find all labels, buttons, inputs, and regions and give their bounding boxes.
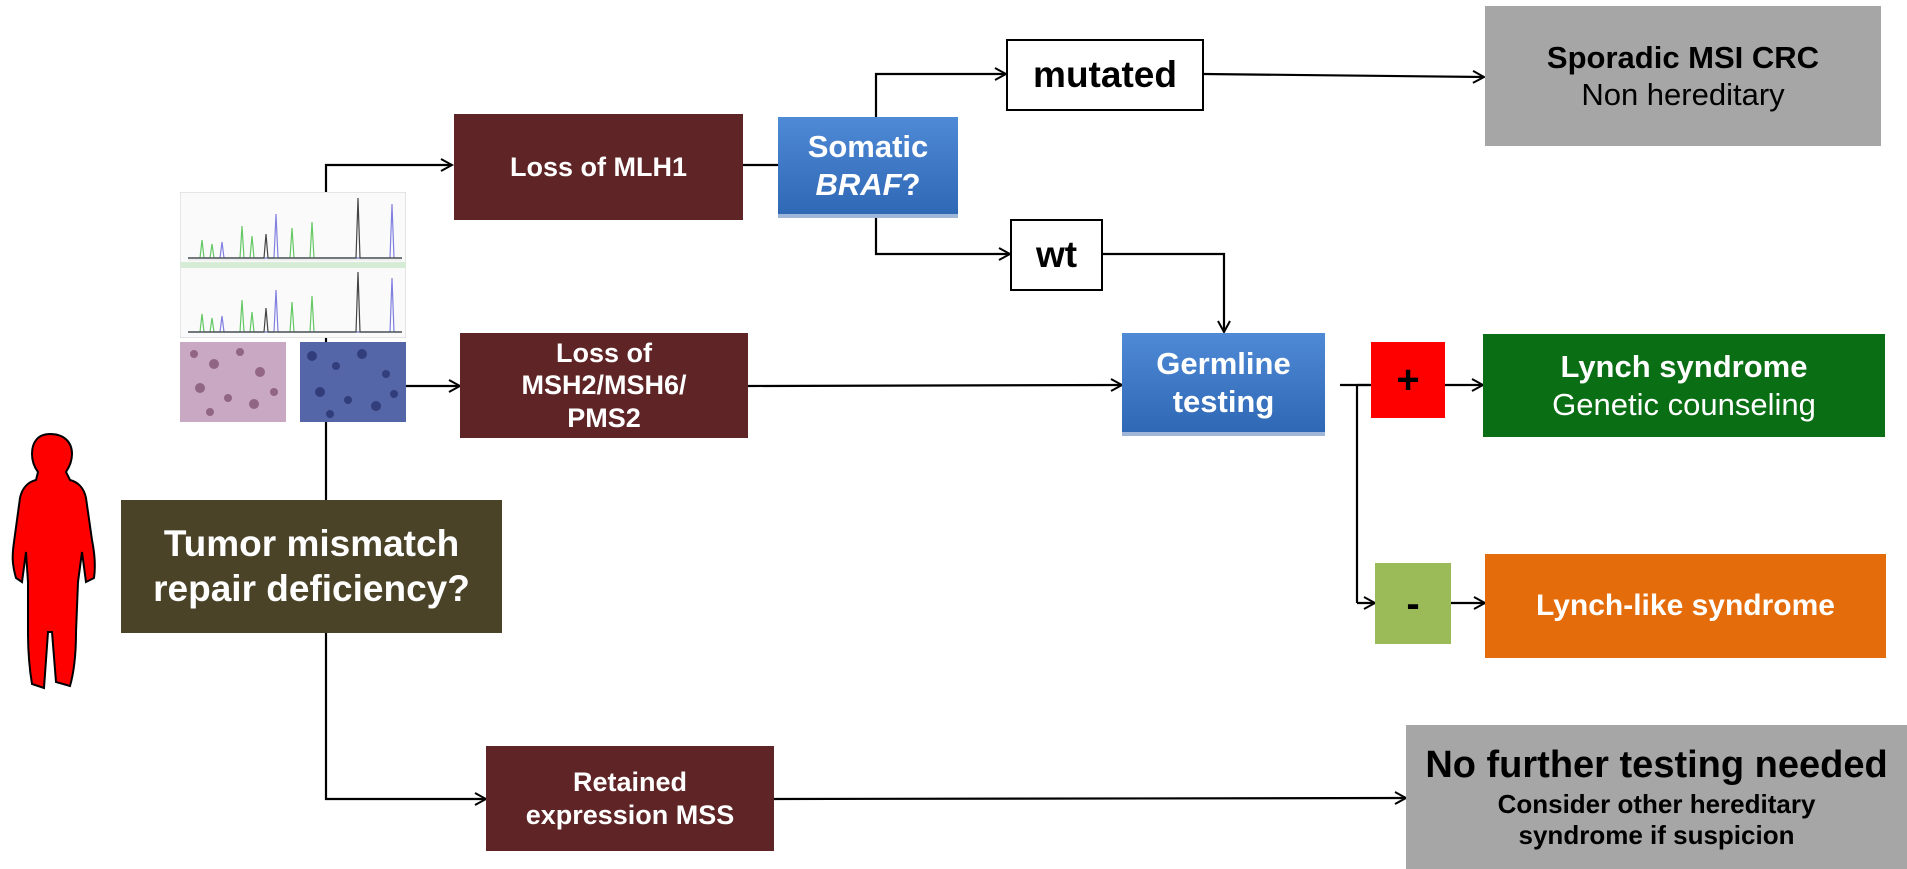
- node-loss-mlh1: Loss of MLH1: [454, 114, 743, 220]
- node-loss-msh: Loss of MSH2/MSH6/ PMS2: [460, 333, 748, 438]
- outcome-no-testing: No further testing needed Consider other…: [1406, 725, 1907, 869]
- ihc-stain-image-icon: [180, 342, 406, 422]
- arrow-wt-to-germline: [1103, 252, 1224, 332]
- node-loss-msh-label: Loss of MSH2/MSH6/ PMS2: [521, 337, 687, 433]
- outcome-lynch: Lynch syndrome Genetic counseling: [1483, 334, 1885, 437]
- outcome-sporadic-title: Sporadic MSI CRC: [1546, 39, 1820, 75]
- node-germline-testing: Germline testing: [1122, 333, 1325, 436]
- arrow-msh-to-germline: [747, 385, 1122, 386]
- arrow-retained-to-notesting: [773, 798, 1406, 799]
- person-silhouette-icon: [11, 432, 96, 690]
- node-loss-mlh1-label: Loss of MLH1: [509, 151, 687, 182]
- node-mutated: mutated: [1006, 39, 1204, 111]
- outcome-lynch-subtitle: Genetic counseling: [1552, 386, 1816, 422]
- node-mutated-label: mutated: [1033, 53, 1177, 95]
- result-negative: -: [1375, 563, 1451, 644]
- msi-electropherogram-icon: [180, 192, 406, 338]
- outcome-lynch-like: Lynch-like syndrome: [1485, 554, 1886, 658]
- root-label: Tumor mismatch repair deficiency?: [153, 523, 470, 609]
- node-wt-label: wt: [1035, 233, 1078, 275]
- outcome-lynch-like-title: Lynch-like syndrome: [1536, 589, 1835, 622]
- outcome-sporadic: Sporadic MSI CRC Non hereditary: [1485, 6, 1881, 146]
- outcome-no-testing-title: No further testing needed: [1425, 744, 1888, 787]
- arrow-to-mutated: [874, 74, 1006, 117]
- result-negative-label: -: [1406, 581, 1420, 626]
- arrow-to-retained: [324, 633, 486, 799]
- outcome-sporadic-subtitle: Non hereditary: [1581, 77, 1785, 112]
- arrow-to-sporadic: [1203, 74, 1484, 77]
- root-node: Tumor mismatch repair deficiency?: [121, 500, 502, 633]
- outcome-no-testing-subtitle: Consider other hereditary syndrome if su…: [1497, 788, 1816, 850]
- result-positive-label: +: [1396, 358, 1420, 402]
- braf-gene: BRAF: [815, 166, 902, 202]
- node-retained: Retained expression MSS: [486, 746, 774, 851]
- node-wt: wt: [1010, 219, 1103, 291]
- result-positive: +: [1371, 342, 1445, 418]
- node-somatic-braf: Somatic BRAF?: [778, 117, 958, 218]
- braf-line2: BRAF?: [815, 166, 920, 203]
- braf-suffix: ?: [901, 166, 921, 202]
- node-germline-label: Germline testing: [1156, 346, 1291, 419]
- arrow-to-wt: [874, 218, 1010, 254]
- braf-line1: Somatic: [807, 129, 929, 165]
- node-retained-label: Retained expression MSS: [525, 767, 735, 830]
- outcome-lynch-title: Lynch syndrome: [1560, 349, 1808, 385]
